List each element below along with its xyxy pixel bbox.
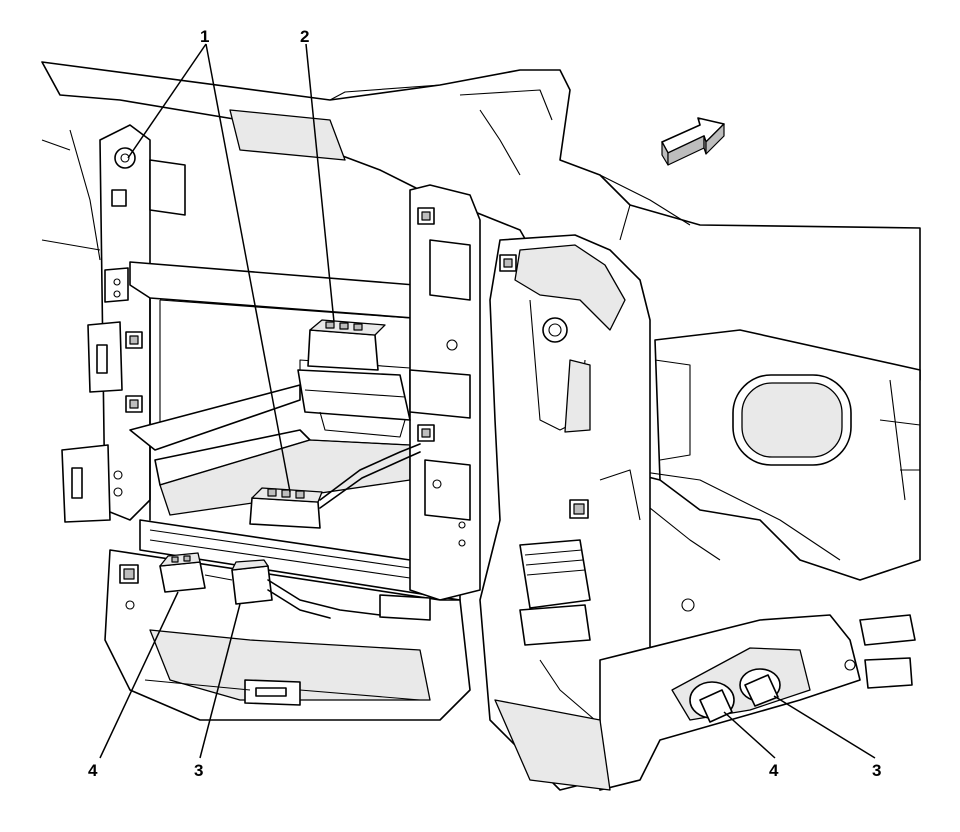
callout-4-right: 4 <box>769 761 779 780</box>
antenna-cable-connector <box>249 443 421 529</box>
leader-lines <box>99 43 876 759</box>
radio-cavity <box>129 261 461 601</box>
right-dash-surface <box>629 329 921 581</box>
forward-arrow-icon <box>661 117 725 166</box>
retainer-fastener <box>542 317 568 343</box>
lower-right-connectors <box>599 598 916 791</box>
bracket-wiring-connectors <box>494 539 611 791</box>
callout-4-left: 4 <box>88 761 98 780</box>
left-frame <box>61 124 186 523</box>
leader-2 <box>305 43 335 323</box>
leader-4-right <box>723 711 776 759</box>
lower-left-connectors <box>159 552 381 619</box>
radio-harness-connector-upper <box>297 319 411 438</box>
leader-1a <box>127 43 207 159</box>
callout-3-right: 3 <box>872 761 881 780</box>
leader-4-left <box>99 591 179 759</box>
leader-1b <box>205 43 291 493</box>
leader-3-right <box>773 695 876 759</box>
right-frame <box>386 184 481 601</box>
callout-1: 1 <box>200 27 209 46</box>
callout-2: 2 <box>300 27 309 46</box>
leader-3-left <box>199 603 241 759</box>
callout-3-left: 3 <box>194 761 203 780</box>
